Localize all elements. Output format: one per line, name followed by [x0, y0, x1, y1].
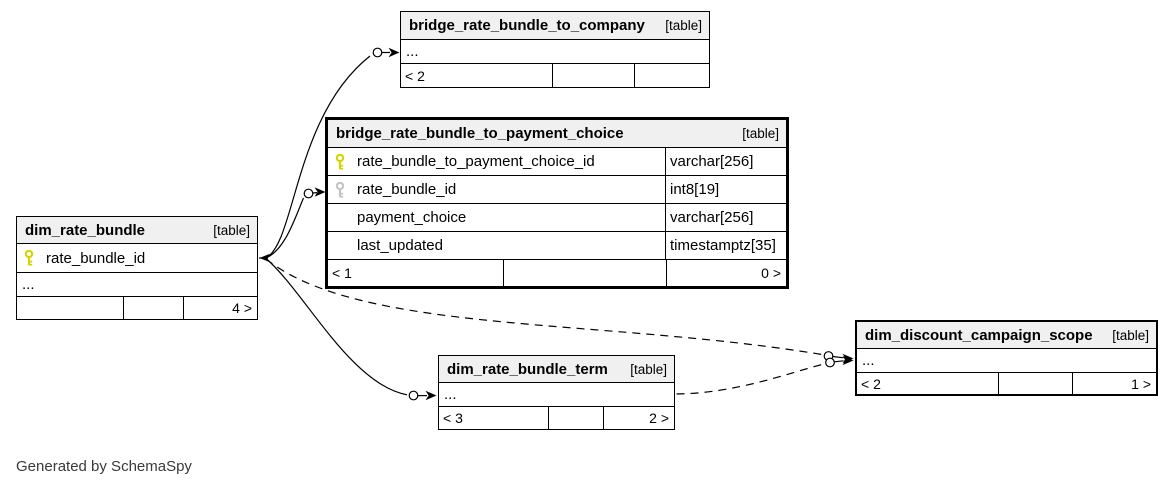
table-node-dim-discount-campaign-scope[interactable]: dim_discount_campaign_scope [table] ... … — [855, 320, 1158, 396]
table-row: last_updated timestamptz[35] — [328, 232, 786, 260]
edge-ratebundle-to-company — [265, 47, 400, 259]
footer-cell — [548, 407, 603, 429]
column-name: last_updated — [357, 237, 443, 254]
primary-key-icon — [24, 250, 34, 266]
arrowhead-icon — [388, 47, 400, 58]
ellipsis-columns: ... — [444, 386, 457, 403]
table-footer: 4 > — [17, 297, 257, 319]
table-footer: < 1 0 > — [328, 260, 786, 286]
zero-or-more-circle — [303, 188, 314, 199]
table-badge: [table] — [630, 361, 667, 377]
table-header: dim_discount_campaign_scope [table] — [857, 322, 1156, 349]
column-name: rate_bundle_to_payment_choice_id — [357, 153, 595, 170]
edge-term-to-scope-implied — [676, 355, 854, 395]
foreign-key-icon — [335, 181, 345, 198]
table-header: dim_rate_bundle [table] — [17, 217, 257, 244]
table-row: ... — [439, 383, 674, 407]
table-badge: [table] — [1112, 327, 1149, 343]
edge-ratebundle-to-term — [265, 258, 437, 401]
table-badge: [table] — [665, 18, 702, 33]
incoming-fk-count: < 2 — [861, 375, 881, 392]
incoming-fk-count: < 3 — [443, 410, 463, 426]
table-node-bridge-rate-bundle-to-payment-choice[interactable]: bridge_rate_bundle_to_payment_choice [ta… — [325, 117, 789, 289]
table-row: rate_bundle_id int8[19] — [328, 176, 786, 204]
table-badge: [table] — [742, 126, 779, 141]
table-row: ... — [857, 349, 1156, 373]
generated-by-note: Generated by SchemaSpy — [16, 458, 192, 475]
arrowhead-icon — [842, 355, 854, 366]
table-name[interactable]: dim_discount_campaign_scope — [865, 326, 1093, 344]
column-name: rate_bundle_id — [46, 249, 146, 267]
table-header: bridge_rate_bundle_to_payment_choice [ta… — [328, 120, 786, 148]
table-node-bridge-rate-bundle-to-company[interactable]: bridge_rate_bundle_to_company [table] ..… — [400, 11, 710, 88]
ellipsis-columns: ... — [862, 352, 875, 369]
table-node-dim-rate-bundle-term[interactable]: dim_rate_bundle_term [table] ... < 3 2 > — [438, 355, 675, 430]
footer-cell — [17, 297, 123, 319]
ellipsis-columns: ... — [22, 276, 35, 293]
table-row: ... — [17, 273, 257, 297]
table-name[interactable]: dim_rate_bundle_term — [447, 360, 608, 378]
arrowhead-icon — [314, 187, 326, 197]
table-header: bridge_rate_bundle_to_company [table] — [401, 12, 709, 40]
column-name: payment_choice — [357, 209, 467, 226]
footer-cell — [123, 297, 183, 319]
column-name: rate_bundle_id — [357, 181, 457, 198]
column-type: varchar[256] — [665, 148, 788, 175]
table-footer: < 2 — [401, 64, 709, 87]
table-footer: < 3 2 > — [439, 407, 674, 429]
primary-key-icon — [335, 153, 345, 170]
table-row: ... — [401, 40, 709, 64]
table-badge: [table] — [213, 222, 250, 238]
arrowhead-icon — [425, 390, 437, 401]
table-name[interactable]: bridge_rate_bundle_to_company — [409, 17, 645, 34]
zero-or-more-circle — [408, 390, 419, 401]
zero-or-more-circle — [372, 47, 383, 58]
table-row: rate_bundle_to_payment_choice_id varchar… — [328, 148, 786, 176]
table-node-dim-rate-bundle[interactable]: dim_rate_bundle [table] rate_bundle_id .… — [16, 216, 258, 320]
footer-cell — [552, 64, 634, 87]
column-type: int8[19] — [665, 176, 788, 203]
incoming-fk-count: < 2 — [405, 67, 425, 84]
outgoing-fk-count: 1 > — [1072, 373, 1156, 394]
incoming-fk-count: < 1 — [332, 265, 352, 281]
footer-cell — [503, 260, 666, 286]
column-type: timestamptz[35] — [665, 232, 788, 259]
outgoing-fk-count: 0 > — [666, 260, 786, 286]
edge-ratebundle-to-payment-choice — [265, 187, 326, 259]
table-header: dim_rate_bundle_term [table] — [439, 356, 674, 383]
ellipsis-columns: ... — [406, 43, 419, 60]
footer-cell — [998, 373, 1072, 394]
zero-or-more-circle — [825, 357, 835, 368]
outgoing-fk-count: 4 > — [183, 297, 257, 319]
column-type: varchar[256] — [665, 204, 788, 231]
outgoing-fk-count: 2 > — [603, 407, 674, 429]
outgoing-fk-count — [634, 64, 709, 87]
table-footer: < 2 1 > — [857, 373, 1156, 394]
table-name[interactable]: dim_rate_bundle — [25, 221, 146, 239]
table-row: rate_bundle_id — [17, 244, 257, 273]
table-row: payment_choice varchar[256] — [328, 204, 786, 232]
table-name[interactable]: bridge_rate_bundle_to_payment_choice — [336, 125, 624, 142]
